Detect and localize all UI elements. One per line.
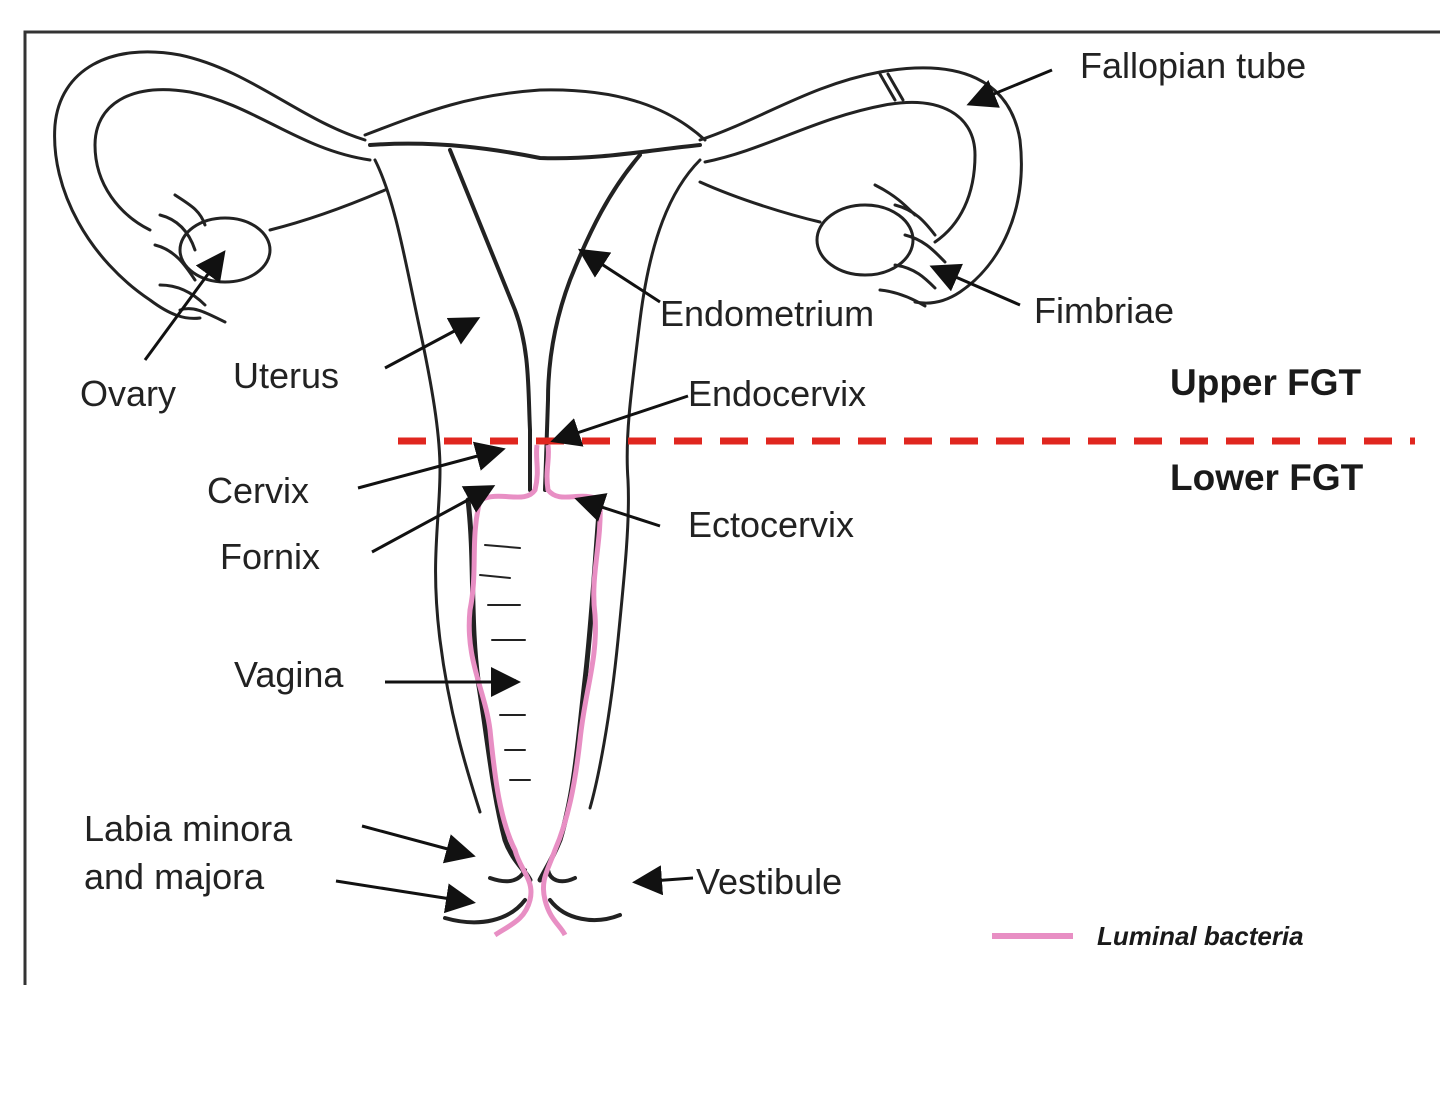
arrow-fimbriae — [929, 263, 1021, 307]
label-fornix: Fornix — [220, 536, 321, 577]
uterus-fundus — [363, 88, 707, 142]
label-ovary: Ovary — [80, 373, 177, 414]
vagina-outer-wall-right — [537, 497, 603, 883]
label-ectocervix: Ectocervix — [688, 504, 855, 545]
label-uterus: Uterus — [233, 355, 340, 396]
label-fallopian-tube: Fallopian tube — [1080, 45, 1307, 86]
uterus-left-wall — [373, 158, 482, 814]
region-lower-fgt: Lower FGT — [1170, 457, 1364, 498]
arrow-labia-1 — [361, 824, 476, 864]
arrow-vestibule — [632, 865, 694, 896]
arrow-endocervix — [550, 394, 689, 447]
region-upper-fgt: Upper FGT — [1170, 362, 1362, 403]
arrow-ovary — [143, 250, 226, 361]
frame-border — [23, 30, 1440, 985]
arrow-cervix — [357, 441, 506, 490]
vagina-outer-wall — [465, 497, 533, 883]
right-fallopian-tube-inner — [703, 100, 977, 244]
label-endocervix: Endocervix — [688, 373, 867, 414]
endometrium-right — [543, 153, 642, 492]
label-vestibule: Vestibule — [696, 861, 843, 902]
leader-arrows — [143, 68, 1053, 914]
arrow-labia-2 — [335, 879, 476, 914]
legend-label: Luminal bacteria — [1097, 921, 1304, 951]
luminal-bacteria-lining — [466, 444, 603, 938]
arrow-ectocervix — [574, 493, 661, 528]
uterus-right-wall — [588, 158, 702, 810]
label-labia-line1: Labia minora — [84, 808, 293, 849]
label-labia-line2: and majora — [84, 856, 265, 897]
label-endometrium: Endometrium — [660, 293, 875, 334]
arrow-endometrium — [577, 248, 661, 304]
left-fallopian-tube-inner — [93, 88, 372, 232]
right-ovary — [815, 203, 915, 277]
arrow-fallopian-tube — [966, 68, 1053, 108]
left-fallopian-tube — [53, 50, 367, 320]
arrow-uterus — [384, 317, 481, 370]
label-fimbriae: Fimbriae — [1034, 290, 1175, 331]
label-vagina: Vagina — [234, 654, 344, 695]
arrow-fornix — [371, 485, 496, 554]
labia-minora — [488, 868, 577, 884]
right-fallopian-tube — [698, 66, 1023, 305]
label-cervix: Cervix — [207, 470, 310, 511]
labia-majora — [443, 898, 622, 925]
endometrium-left — [448, 148, 532, 492]
